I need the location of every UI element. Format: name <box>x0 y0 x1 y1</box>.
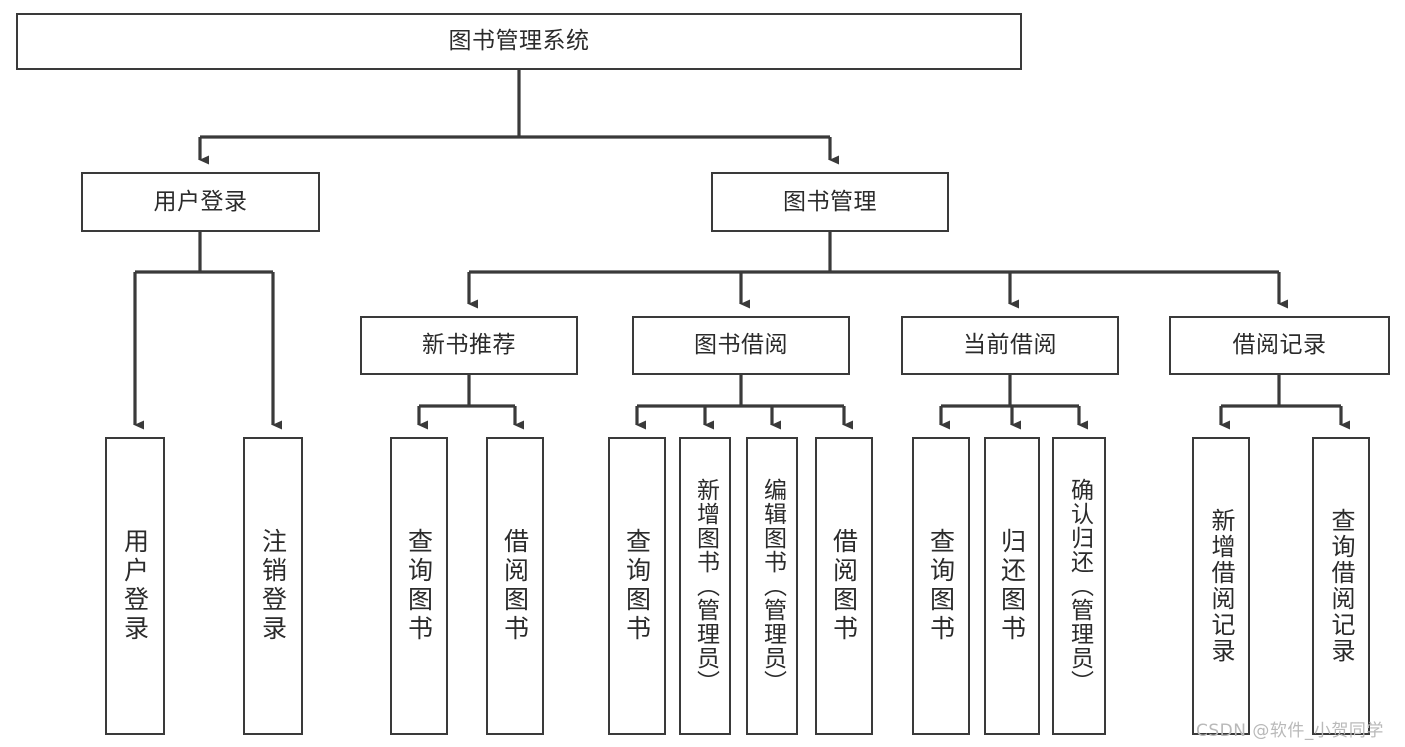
node-book-borrow-label: 图书借阅 <box>694 332 788 359</box>
node-new-book-recommend-label: 新书推荐 <box>422 332 516 359</box>
node-leaf-add-book[interactable]: 新增图书（管理员） <box>679 437 731 735</box>
node-leaf-query-book-current-label: 查询图书 <box>926 528 956 644</box>
node-leaf-confirm-return-label: 确认归还（管理员） <box>1066 478 1093 694</box>
node-leaf-query-book-recommend[interactable]: 查询图书 <box>390 437 448 735</box>
node-leaf-query-borrow-record-label: 查询借阅记录 <box>1327 508 1355 664</box>
node-leaf-edit-book[interactable]: 编辑图书（管理员） <box>746 437 798 735</box>
node-leaf-user-login-label: 用户登录 <box>120 528 150 644</box>
node-leaf-query-book-borrow[interactable]: 查询图书 <box>608 437 666 735</box>
csdn-watermark: CSDN @软件_小贺同学 <box>1196 721 1384 741</box>
node-leaf-logout[interactable]: 注销登录 <box>243 437 303 735</box>
node-leaf-query-book-current[interactable]: 查询图书 <box>912 437 970 735</box>
node-user-login[interactable]: 用户登录 <box>81 172 320 232</box>
node-leaf-return-book[interactable]: 归还图书 <box>984 437 1040 735</box>
node-leaf-borrow-book-recommend-label: 借阅图书 <box>500 528 530 644</box>
node-leaf-query-book-recommend-label: 查询图书 <box>404 528 434 644</box>
node-book-manage[interactable]: 图书管理 <box>711 172 949 232</box>
node-root[interactable]: 图书管理系统 <box>16 13 1022 70</box>
node-leaf-logout-label: 注销登录 <box>258 528 288 644</box>
node-leaf-return-book-label: 归还图书 <box>997 528 1027 644</box>
node-leaf-add-borrow-record[interactable]: 新增借阅记录 <box>1192 437 1250 735</box>
node-borrow-record-label: 借阅记录 <box>1232 332 1327 359</box>
node-current-borrow[interactable]: 当前借阅 <box>901 316 1119 375</box>
node-root-label: 图书管理系统 <box>448 28 590 55</box>
node-leaf-add-borrow-record-label: 新增借阅记录 <box>1207 508 1235 664</box>
node-leaf-edit-book-label: 编辑图书（管理员） <box>759 478 786 694</box>
node-leaf-borrow-book[interactable]: 借阅图书 <box>815 437 873 735</box>
node-borrow-record[interactable]: 借阅记录 <box>1169 316 1390 375</box>
node-leaf-user-login[interactable]: 用户登录 <box>105 437 165 735</box>
node-leaf-add-book-label: 新增图书（管理员） <box>692 478 719 694</box>
node-leaf-query-book-borrow-label: 查询图书 <box>622 528 652 644</box>
node-leaf-confirm-return[interactable]: 确认归还（管理员） <box>1052 437 1106 735</box>
node-leaf-borrow-book-recommend[interactable]: 借阅图书 <box>486 437 544 735</box>
node-book-manage-label: 图书管理 <box>783 188 877 215</box>
node-leaf-query-borrow-record[interactable]: 查询借阅记录 <box>1312 437 1370 735</box>
node-current-borrow-label: 当前借阅 <box>963 332 1057 359</box>
node-leaf-borrow-book-label: 借阅图书 <box>829 528 859 644</box>
node-book-borrow[interactable]: 图书借阅 <box>632 316 850 375</box>
node-new-book-recommend[interactable]: 新书推荐 <box>360 316 578 375</box>
node-user-login-label: 用户登录 <box>153 188 248 215</box>
